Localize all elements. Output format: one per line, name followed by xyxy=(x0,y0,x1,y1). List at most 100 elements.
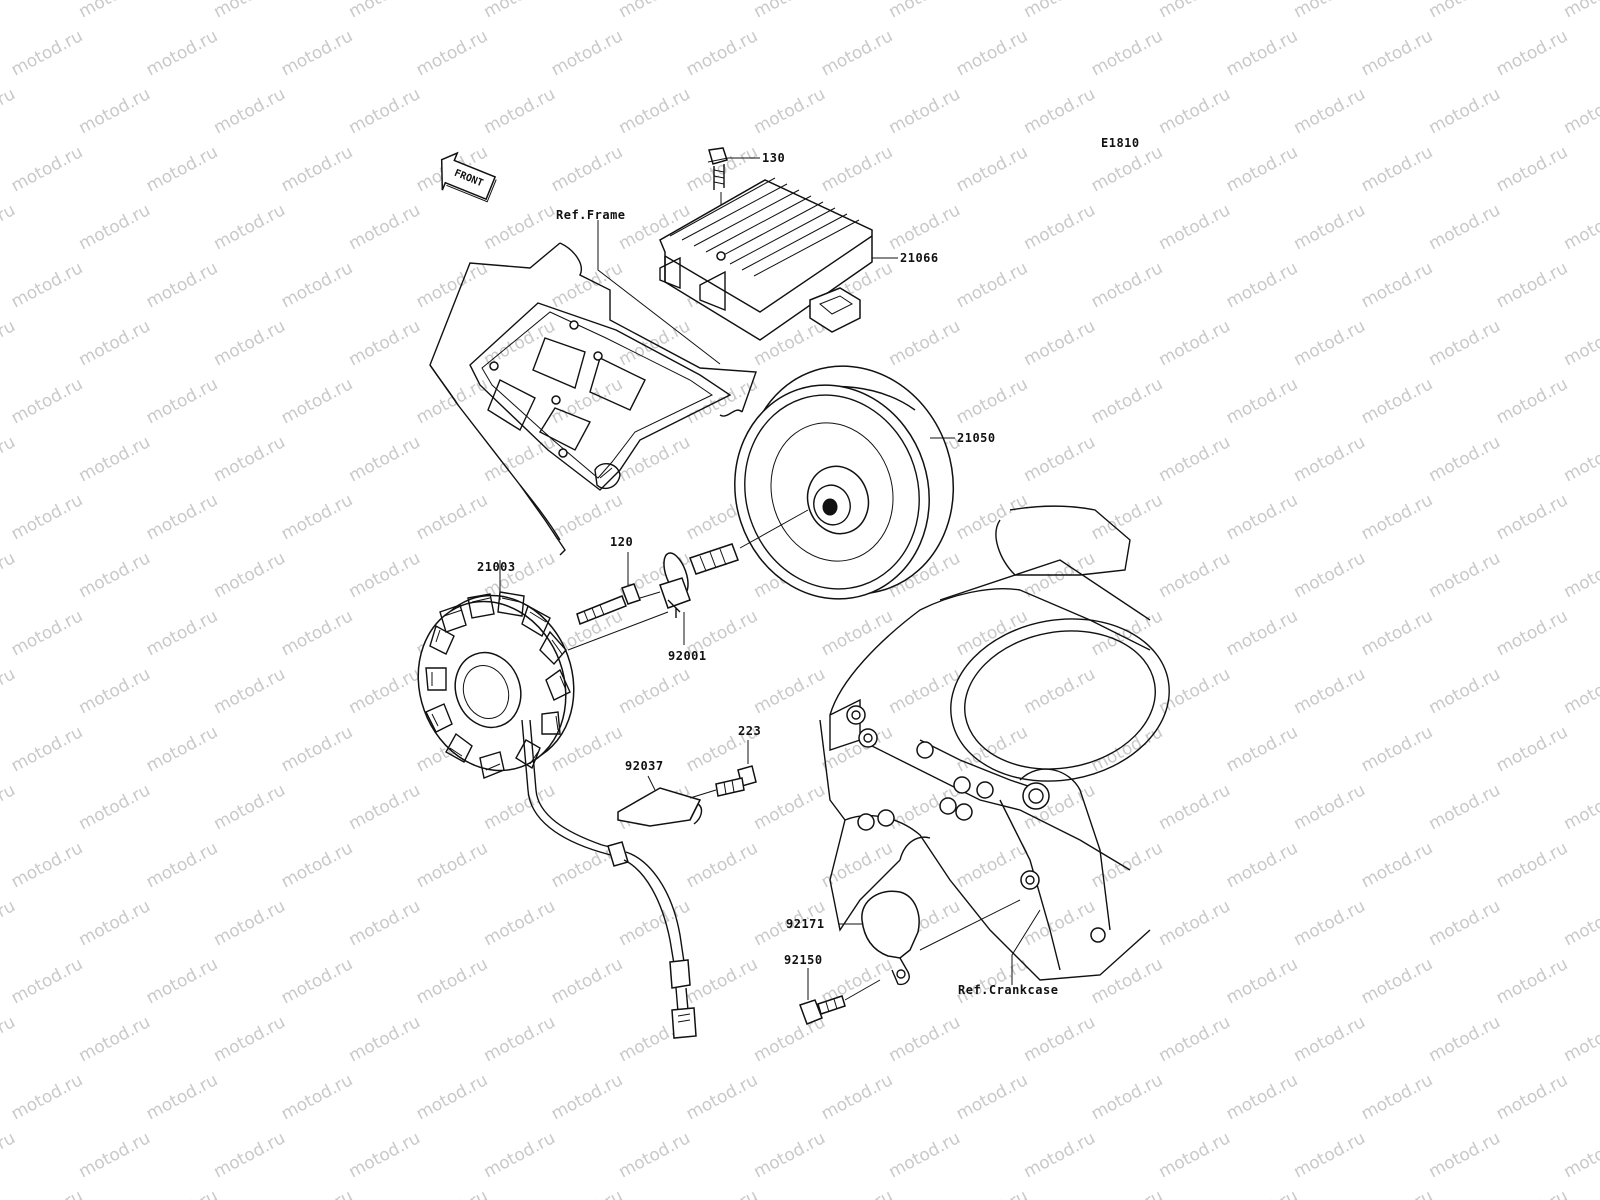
watermark-text: motod.ru xyxy=(143,954,221,1008)
watermark-text: motod.ru xyxy=(1358,838,1436,892)
watermark-text: motod.ru xyxy=(548,26,626,80)
watermark-text: motod.ru xyxy=(1493,26,1571,80)
watermark-text: motod.ru xyxy=(818,1186,896,1200)
watermark-text: motod.ru xyxy=(75,780,153,834)
watermark-text: motod.ru xyxy=(1560,664,1600,718)
watermark-text: motod.ru xyxy=(1155,1128,1233,1182)
watermark-text: motod.ru xyxy=(885,1012,963,1066)
watermark-text: motod.ru xyxy=(1358,954,1436,1008)
guide-92171 xyxy=(838,890,1021,986)
watermark-text: motod.ru xyxy=(1560,1012,1600,1066)
watermark-text: motod.ru xyxy=(683,1070,761,1124)
watermark-text: motod.ru xyxy=(1088,1070,1166,1124)
watermark-text: motod.ru xyxy=(1223,722,1301,776)
watermark-text: motod.ru xyxy=(1020,316,1098,370)
watermark-text: motod.ru xyxy=(683,1186,761,1200)
watermark-text: motod.ru xyxy=(413,490,491,544)
watermark-text: motod.ru xyxy=(480,432,558,486)
watermark-text: motod.ru xyxy=(8,26,86,80)
watermark-text: motod.ru xyxy=(885,316,963,370)
part-label-21003: 21003 xyxy=(477,560,516,574)
watermark-text: motod.ru xyxy=(750,1128,828,1182)
watermark-text: motod.ru xyxy=(1425,1128,1503,1182)
watermark-text: motod.ru xyxy=(1493,606,1571,660)
watermark-text: motod.ru xyxy=(953,490,1031,544)
watermark-text: motod.ru xyxy=(1425,200,1503,254)
watermark-text: motod.ru xyxy=(750,780,828,834)
watermark-text: motod.ru xyxy=(143,26,221,80)
bolt-92150 xyxy=(799,968,881,1025)
watermark-text: motod.ru xyxy=(953,1186,1031,1200)
watermark-text: motod.ru xyxy=(75,1128,153,1182)
watermark-text: motod.ru xyxy=(548,954,626,1008)
watermark-text: motod.ru xyxy=(885,664,963,718)
watermark-text: motod.ru xyxy=(413,1070,491,1124)
watermark-text: motod.ru xyxy=(413,954,491,1008)
watermark-text: motod.ru xyxy=(210,1012,288,1066)
part-label-92037: 92037 xyxy=(625,759,664,773)
ref-frame-label: Ref.Frame xyxy=(556,208,626,222)
watermark-text: motod.ru xyxy=(683,374,761,428)
watermark-text: motod.ru xyxy=(1290,548,1368,602)
watermark-text: motod.ru xyxy=(1493,258,1571,312)
watermark-text: motod.ru xyxy=(1020,432,1098,486)
watermark-text: motod.ru xyxy=(615,84,693,138)
watermark-text: motod.ru xyxy=(1425,896,1503,950)
watermark-text: motod.ru xyxy=(1560,0,1600,22)
watermark-text: motod.ru xyxy=(1155,664,1233,718)
watermark-text: motod.ru xyxy=(1020,1012,1098,1066)
clamp-92037 xyxy=(617,775,717,827)
watermark-text: motod.ru xyxy=(1155,432,1233,486)
watermark-text: motod.ru xyxy=(953,838,1031,892)
watermark-text: motod.ru xyxy=(345,664,423,718)
watermark-text: motod.ru xyxy=(278,954,356,1008)
watermark-text: motod.ru xyxy=(8,1186,86,1200)
watermark-text: motod.ru xyxy=(1223,26,1301,80)
watermark-text: motod.ru xyxy=(615,664,693,718)
watermark-text: motod.ru xyxy=(885,1128,963,1182)
watermark-text: motod.ru xyxy=(1425,84,1503,138)
watermark-text: motod.ru xyxy=(1493,1186,1571,1200)
watermark-text: motod.ru xyxy=(548,1186,626,1200)
watermark-text: motod.ru xyxy=(143,722,221,776)
watermark-text: motod.ru xyxy=(1425,548,1503,602)
watermark-text: motod.ru xyxy=(345,0,423,22)
watermark-text: motod.ru xyxy=(8,838,86,892)
watermark-text: motod.ru xyxy=(210,84,288,138)
stator-21003 xyxy=(417,560,697,1039)
watermark-text: motod.ru xyxy=(1425,664,1503,718)
watermark-text: motod.ru xyxy=(75,548,153,602)
watermark-text: motod.ru xyxy=(345,84,423,138)
watermark-text: motod.ru xyxy=(1223,606,1301,660)
watermark-text: motod.ru xyxy=(1088,490,1166,544)
part-label-92171: 92171 xyxy=(786,917,825,931)
bolt-120 xyxy=(576,552,661,625)
watermark-text: motod.ru xyxy=(1358,142,1436,196)
watermark-text: motod.ru xyxy=(1155,0,1233,22)
watermark-text: motod.ru xyxy=(143,1070,221,1124)
watermark-text: motod.ru xyxy=(1493,490,1571,544)
watermark-text: motod.ru xyxy=(480,1128,558,1182)
watermark-text: motod.ru xyxy=(1290,200,1368,254)
watermark-text: motod.ru xyxy=(1493,374,1571,428)
watermark-text: motod.ru xyxy=(548,1070,626,1124)
watermark-text: motod.ru xyxy=(278,606,356,660)
watermark-text: motod.ru xyxy=(1560,432,1600,486)
watermark-text: motod.ru xyxy=(1425,1012,1503,1066)
watermark-text: motod.ru xyxy=(1223,1186,1301,1200)
watermark-text: motod.ru xyxy=(0,896,19,950)
watermark-text: motod.ru xyxy=(1560,200,1600,254)
watermark-text: motod.ru xyxy=(885,200,963,254)
watermark-text: motod.ru xyxy=(0,316,19,370)
watermark-text: motod.ru xyxy=(75,0,153,22)
watermark-text: motod.ru xyxy=(278,722,356,776)
watermark-text: motod.ru xyxy=(1223,954,1301,1008)
watermark-text: motod.ru xyxy=(1358,26,1436,80)
watermark-text: motod.ru xyxy=(0,1128,19,1182)
watermark-text: motod.ru xyxy=(953,374,1031,428)
watermark-text: motod.ru xyxy=(953,1070,1031,1124)
part-label-21066: 21066 xyxy=(900,251,939,265)
watermark-text: motod.ru xyxy=(480,548,558,602)
watermark-text: motod.ru xyxy=(1425,780,1503,834)
watermark-text: motod.ru xyxy=(683,838,761,892)
